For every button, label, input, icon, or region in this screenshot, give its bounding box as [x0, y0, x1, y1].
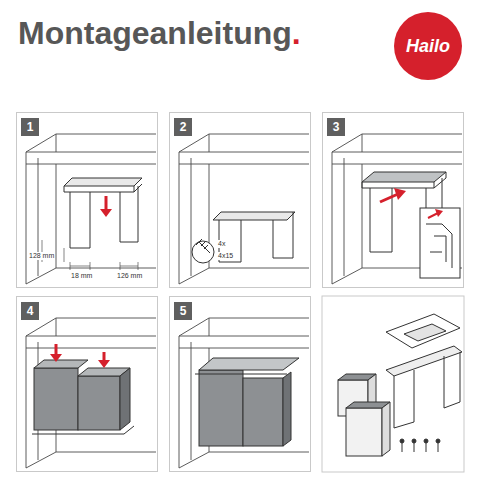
step3-drawing-part — [362, 172, 446, 188]
step5-drawing-part — [243, 378, 283, 446]
title-word: Montageanleitung — [18, 15, 292, 51]
step4-drawing-part — [78, 376, 120, 430]
step5-drawing-part — [195, 374, 287, 375]
step3-drawing-part — [428, 213, 438, 218]
step5-drawing — [179, 318, 309, 468]
step1-drawing-part — [26, 134, 156, 284]
parts-drawing-part — [322, 296, 464, 472]
parts-drawing-part — [436, 439, 440, 443]
step1-drawing-part — [70, 186, 138, 248]
step1-drawing-part — [64, 184, 142, 192]
step-panel: 1 — [16, 112, 158, 288]
step2-drawing-part — [196, 239, 210, 253]
step-panel: 3 — [322, 112, 464, 288]
step3-drawing-part — [380, 194, 398, 202]
step-number: 5 — [174, 302, 192, 320]
step2-drawing-part — [179, 134, 309, 284]
step3-drawing-part — [332, 134, 462, 284]
parts-drawing-part — [402, 442, 438, 452]
step4-drawing-part — [34, 368, 78, 430]
parts-drawing-part — [424, 439, 428, 443]
step-panel: 2 — [169, 112, 311, 288]
step2-drawing-part — [213, 212, 295, 220]
step4-drawing — [26, 318, 156, 468]
step2-drawing — [179, 134, 309, 284]
step-panel: 5 — [169, 296, 311, 472]
title-dot: . — [292, 15, 301, 51]
parts-drawing-part — [404, 324, 446, 341]
screw-count: 4x — [217, 240, 226, 248]
parts-drawing-part — [382, 402, 390, 456]
step3-drawing-part — [394, 188, 406, 200]
step4-drawing-part — [26, 318, 156, 468]
parts-drawing-part — [386, 346, 462, 376]
brand-name: Hailo — [406, 37, 450, 55]
step1-drawing-part — [105, 196, 108, 211]
parts-drawing-part — [412, 439, 416, 443]
step4-drawing-part — [120, 368, 130, 430]
step1-drawing-part — [100, 209, 112, 217]
step-panel: 4 — [16, 296, 158, 472]
step5-drawing-part — [199, 358, 299, 370]
screw-count: 4x15 — [217, 252, 234, 260]
step-number: 2 — [174, 118, 192, 136]
parts-drawing-part — [386, 314, 460, 348]
step-number: 4 — [21, 302, 39, 320]
step-number: 1 — [21, 118, 39, 136]
step1-drawing — [26, 134, 156, 284]
step3-drawing-part — [362, 172, 446, 182]
step5-drawing-part — [199, 370, 243, 446]
dimension: 128 mm — [28, 252, 55, 260]
step3-drawing — [332, 134, 462, 284]
brand-logo: Hailo — [394, 12, 462, 80]
step4-drawing-part — [34, 360, 88, 368]
step1-drawing-part — [42, 240, 138, 270]
step3-drawing-part — [435, 209, 443, 217]
step3-drawing-part — [426, 224, 452, 268]
step1-drawing-part — [64, 178, 142, 186]
step5-drawing-part — [283, 372, 291, 446]
step3-drawing-part — [420, 208, 460, 278]
page-title: Montageanleitung. — [18, 16, 301, 51]
step4-drawing-part — [98, 360, 110, 368]
dimension: 126 mm — [116, 272, 143, 280]
dimension: 18 mm — [70, 272, 93, 280]
parts-drawing-part — [400, 439, 404, 443]
parts-drawing — [322, 296, 464, 472]
parts-drawing-part — [394, 352, 460, 428]
step4-drawing-part — [50, 354, 62, 362]
logo-circle-fill — [394, 12, 462, 80]
step-number: 3 — [327, 118, 345, 136]
parts-drawing-part — [346, 408, 382, 456]
step5-drawing-part — [179, 318, 309, 468]
